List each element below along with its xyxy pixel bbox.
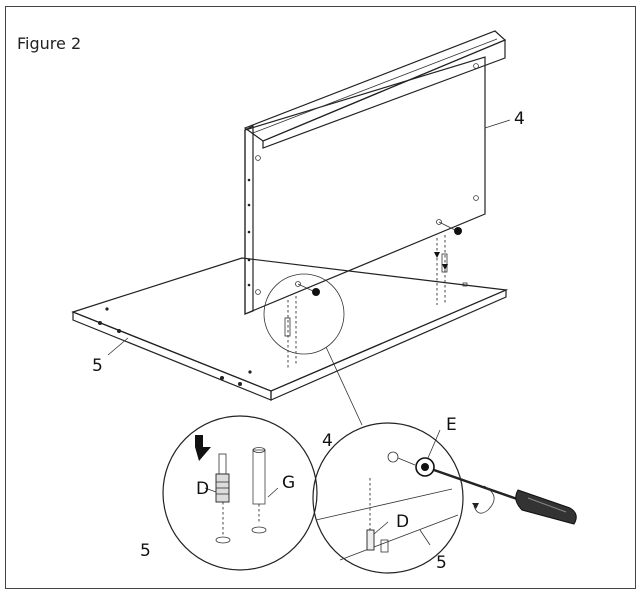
screwdriver-icon xyxy=(433,468,577,525)
label-panel-detail: 4 xyxy=(322,431,333,451)
label-part-left: 5 xyxy=(140,541,151,561)
bottom-board xyxy=(71,257,509,401)
figure-frame xyxy=(5,6,636,589)
detail-left xyxy=(162,415,318,571)
label-cam: E xyxy=(446,415,457,435)
board-hole xyxy=(220,376,224,380)
board-hole xyxy=(117,329,121,333)
rotation-arrow-icon xyxy=(473,485,495,514)
label-pin: G xyxy=(282,473,295,493)
board-hole xyxy=(238,382,242,386)
label-board: 5 xyxy=(92,356,103,376)
label-part-right: 5 xyxy=(436,553,447,573)
detail-right xyxy=(312,422,577,574)
label-dowel-left: D xyxy=(196,479,209,499)
vertical-panel xyxy=(243,30,507,368)
zoom-circle xyxy=(263,273,345,355)
label-panel: 4 xyxy=(514,109,525,129)
figure-title: Figure 2 xyxy=(17,34,82,53)
board-hole xyxy=(98,321,102,325)
down-arrow-icon xyxy=(195,435,211,461)
label-dowel-right: D xyxy=(396,512,409,532)
